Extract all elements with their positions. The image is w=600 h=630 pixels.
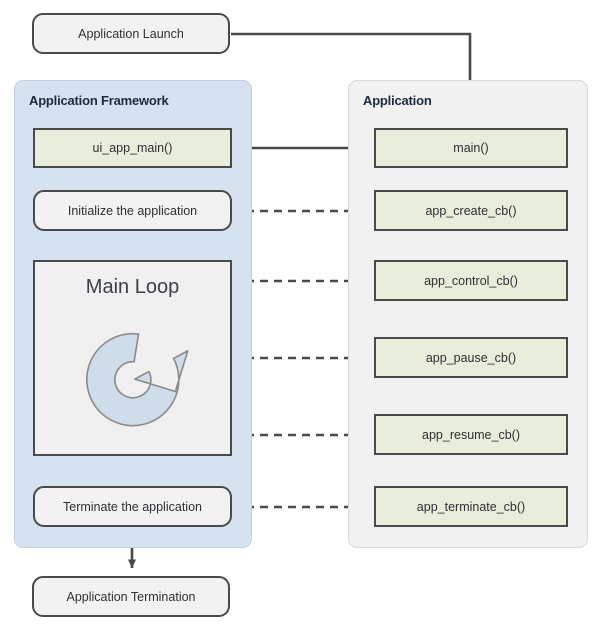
node-app-create-cb[interactable]: app_create_cb() bbox=[374, 190, 568, 231]
node-main-loop[interactable]: Main Loop bbox=[33, 260, 232, 456]
loop-circular-arrow-icon bbox=[67, 314, 199, 449]
node-main[interactable]: main() bbox=[374, 128, 568, 168]
node-ui-app-main[interactable]: ui_app_main() bbox=[33, 128, 232, 168]
node-application-launch[interactable]: Application Launch bbox=[32, 13, 230, 54]
main-loop-label: Main Loop bbox=[85, 276, 180, 298]
node-terminate-the-application[interactable]: Terminate the application bbox=[33, 486, 232, 527]
node-app-terminate-cb[interactable]: app_terminate_cb() bbox=[374, 486, 568, 527]
node-initialize-the-application[interactable]: Initialize the application bbox=[33, 190, 232, 231]
panel-title-application-framework: Application Framework bbox=[29, 93, 169, 108]
node-app-pause-cb[interactable]: app_pause_cb() bbox=[374, 337, 568, 378]
panel-title-application: Application bbox=[363, 93, 432, 108]
node-app-control-cb[interactable]: app_control_cb() bbox=[374, 260, 568, 301]
node-app-resume-cb[interactable]: app_resume_cb() bbox=[374, 414, 568, 455]
node-application-termination[interactable]: Application Termination bbox=[32, 576, 230, 617]
